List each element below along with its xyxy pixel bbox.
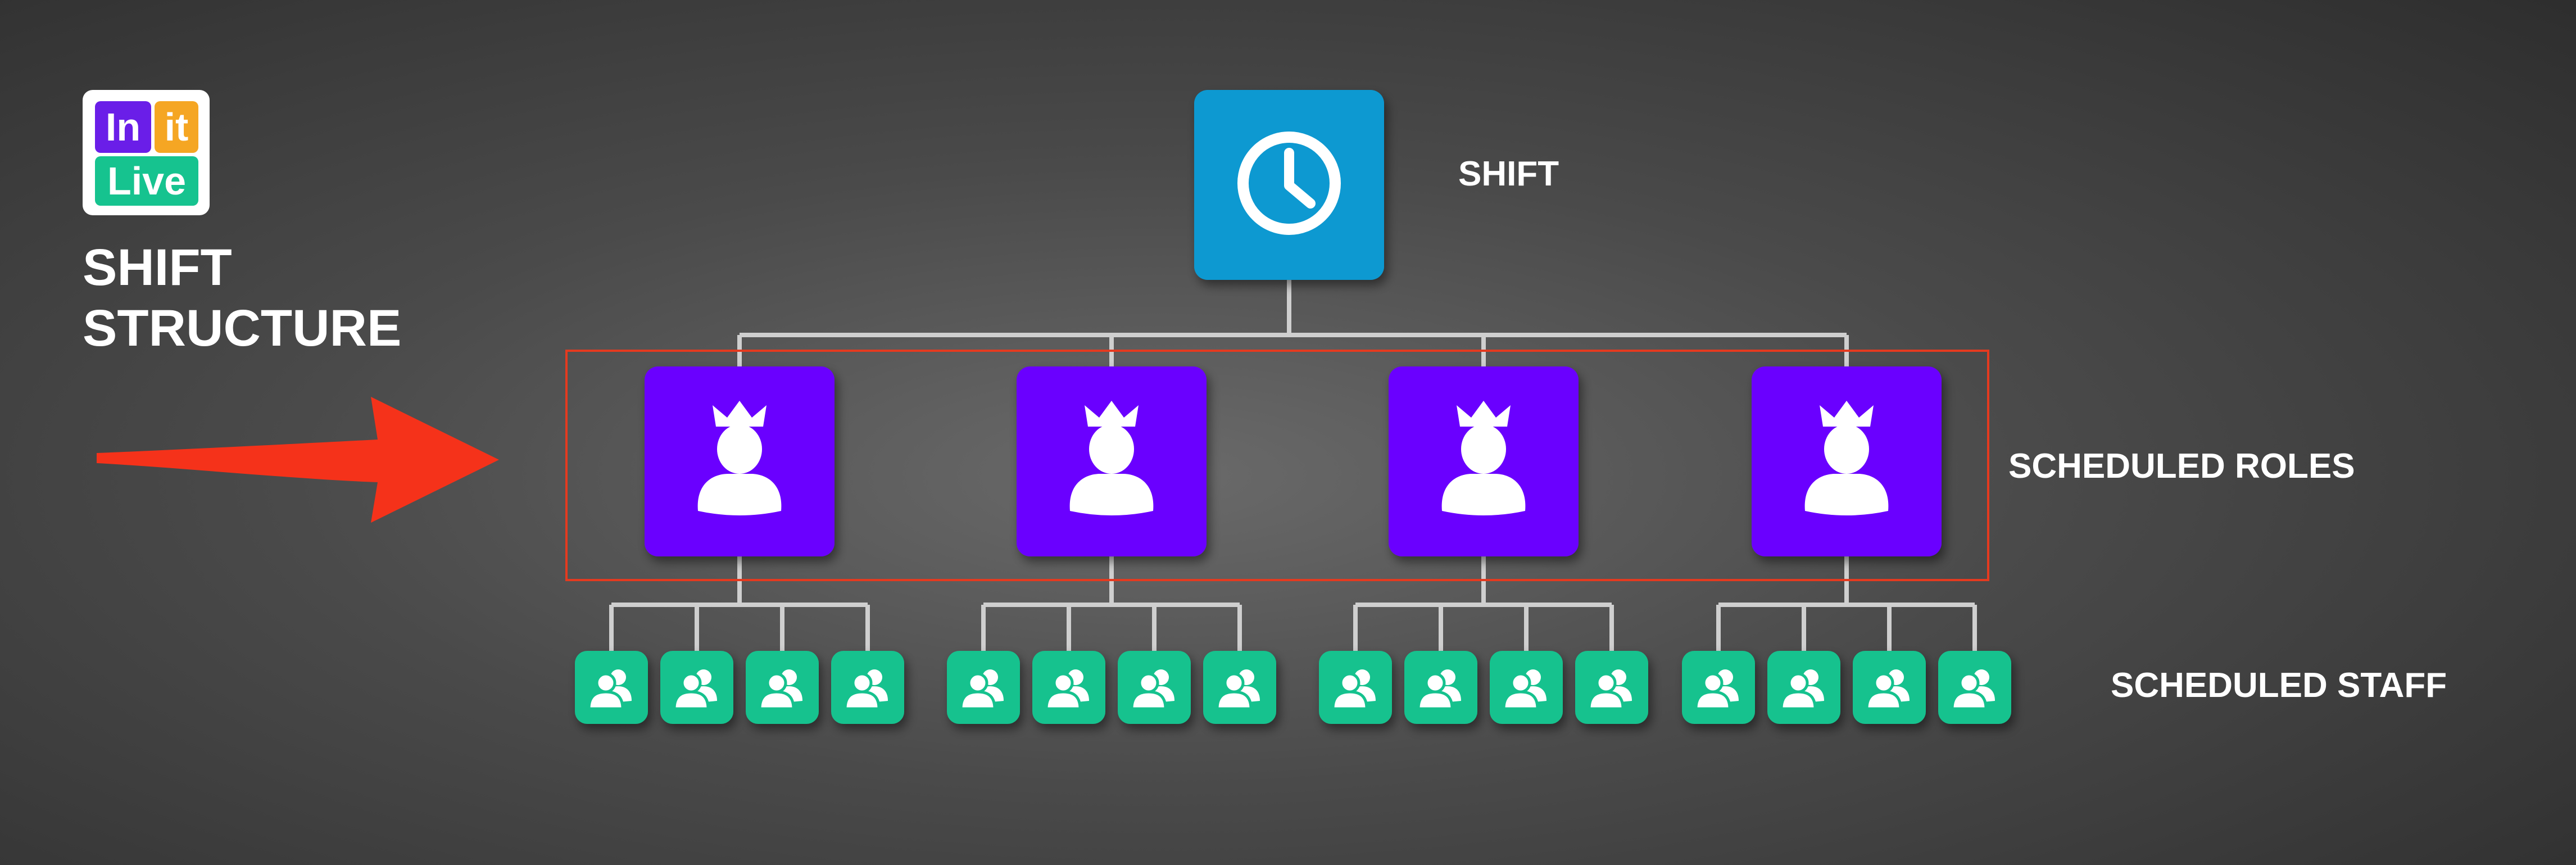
people-icon xyxy=(758,669,802,710)
role-node xyxy=(1752,366,1942,556)
staff-node xyxy=(947,651,1020,724)
pointer-arrow-icon xyxy=(97,397,499,523)
page-title: SHIFT STRUCTURE xyxy=(83,237,401,359)
people-icon xyxy=(1694,669,1739,710)
role-node xyxy=(645,366,835,556)
crowned-person-icon xyxy=(697,401,782,515)
staff-node xyxy=(575,651,648,724)
people-icon xyxy=(1045,669,1089,710)
role-nodes xyxy=(645,366,1942,556)
role-node xyxy=(1017,366,1207,556)
staff-node xyxy=(1404,651,1477,724)
people-icon xyxy=(1216,669,1260,710)
people-icon xyxy=(1951,669,1995,710)
people-icon xyxy=(1331,669,1376,710)
staff-node xyxy=(1938,651,2011,724)
people-icon xyxy=(1780,669,1824,710)
staff-node xyxy=(1575,651,1648,724)
staff-node xyxy=(660,651,733,724)
page-title-line-1: SHIFT xyxy=(83,239,232,296)
staff-node xyxy=(1490,651,1563,724)
people-icon xyxy=(1502,669,1546,710)
staff-node xyxy=(1203,651,1276,724)
staff-node xyxy=(746,651,819,724)
staff-node xyxy=(1767,651,1840,724)
staff-node xyxy=(831,651,904,724)
shift-node xyxy=(1194,90,1384,280)
scheduled-staff-label: SCHEDULED STAFF xyxy=(2111,666,2447,705)
crowned-person-icon xyxy=(1804,401,1889,515)
scheduled-roles-label: SCHEDULED ROLES xyxy=(2008,447,2355,486)
logo-tile-it: it xyxy=(155,101,198,153)
staff-nodes xyxy=(575,651,2011,724)
people-icon xyxy=(673,669,717,710)
crowned-person-icon xyxy=(1069,401,1154,515)
connector-lines xyxy=(609,280,1977,651)
shift-label: SHIFT xyxy=(1458,155,1559,193)
role-node xyxy=(1389,366,1579,556)
staff-node xyxy=(1682,651,1755,724)
people-icon xyxy=(1417,669,1461,710)
staff-node xyxy=(1853,651,1926,724)
people-icon xyxy=(959,669,1004,710)
people-icon xyxy=(1865,669,1910,710)
people-icon xyxy=(1588,669,1632,710)
staff-node xyxy=(1319,651,1392,724)
clock-icon xyxy=(1237,132,1341,235)
crowned-person-icon xyxy=(1441,401,1526,515)
logo-tile-in: In xyxy=(95,101,151,153)
scheduled-roles-highlight-box xyxy=(565,350,1989,581)
people-icon xyxy=(1130,669,1174,710)
staff-node xyxy=(1032,651,1105,724)
initlive-logo: In it Live xyxy=(83,90,210,215)
staff-node xyxy=(1118,651,1191,724)
page-title-line-2: STRUCTURE xyxy=(83,300,402,357)
people-icon xyxy=(843,669,888,710)
people-icon xyxy=(587,669,632,710)
logo-tile-live: Live xyxy=(95,156,198,206)
